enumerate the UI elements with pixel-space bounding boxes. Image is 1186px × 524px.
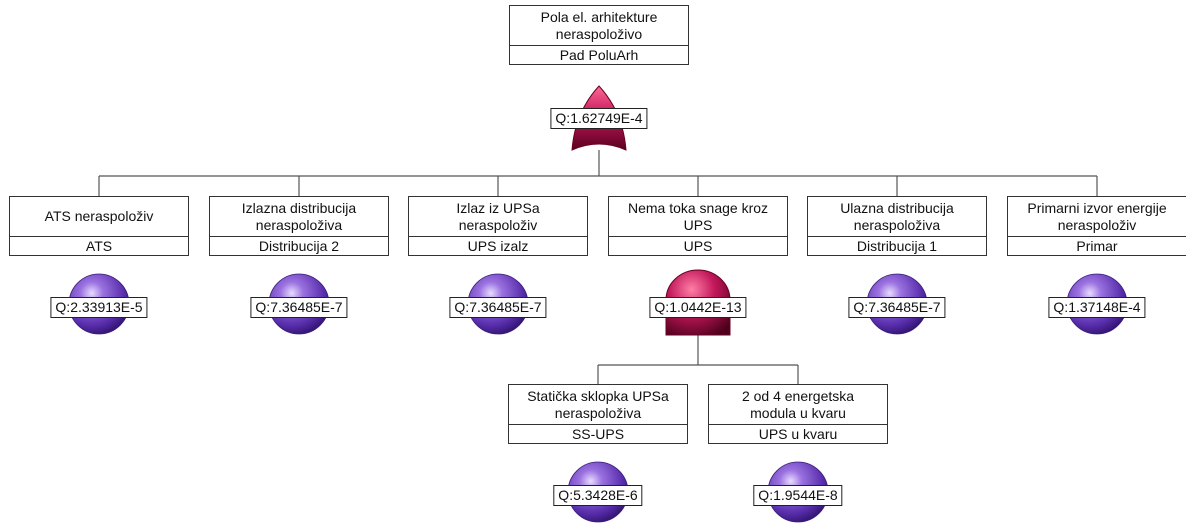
event-box[interactable]: 2 od 4 energetska modula u kvaru UPS u k… [708, 384, 888, 444]
event-ups-u-kvaru[interactable]: 2 od 4 energetska modula u kvaru UPS u k… [708, 384, 888, 444]
event-description: 2 od 4 energetska modula u kvaru [741, 387, 855, 421]
event-ups-izalz[interactable]: Izlaz iz UPSa neraspoloživ UPS izalz [408, 196, 588, 256]
event-box[interactable]: Nema toka snage kroz UPS UPS [608, 196, 788, 256]
top-event-label: Pad PoluArh [510, 45, 688, 64]
event-label: UPS [609, 236, 787, 255]
event-probability: Q:7.36485E-7 [449, 297, 547, 318]
event-probability: Q:1.37148E-4 [1048, 297, 1146, 318]
event-label: Primar [1008, 236, 1186, 255]
event-label: UPS izalz [409, 236, 587, 255]
event-label: Distribucija 1 [808, 236, 986, 255]
event-box[interactable]: Primarni izvor energije neraspoloživ Pri… [1007, 196, 1186, 256]
event-description: Izlaz iz UPSa neraspoloživ [456, 199, 540, 233]
event-distribucija-1[interactable]: Ulazna distribucija neraspoloživa Distri… [807, 196, 987, 256]
event-ups[interactable]: Nema toka snage kroz UPS UPS [608, 196, 788, 256]
event-description: Ulazna distribucija neraspoloživa [840, 199, 954, 233]
event-label: UPS u kvaru [709, 424, 887, 443]
event-probability: Q:5.3428E-6 [553, 485, 643, 506]
event-description: Primarni izvor energije neraspoloživ [1027, 199, 1167, 233]
top-event-probability: Q:1.62749E-4 [550, 108, 648, 129]
event-description: ATS neraspoloživ [44, 208, 154, 224]
event-label: ATS [10, 236, 188, 255]
event-box[interactable]: ATS neraspoloživ ATS [9, 196, 189, 256]
event-ats[interactable]: ATS neraspoloživ ATS [9, 196, 189, 256]
event-label: SS-UPS [509, 424, 687, 443]
connector-lines [98, 150, 1098, 384]
event-probability: Q:2.33913E-5 [50, 297, 148, 318]
event-box[interactable]: Ulazna distribucija neraspoloživa Distri… [807, 196, 987, 256]
event-label: Distribucija 2 [210, 236, 388, 255]
event-box[interactable]: Statička sklopka UPSa neraspoloživa SS-U… [508, 384, 688, 444]
event-box[interactable]: Izlaz iz UPSa neraspoloživ UPS izalz [408, 196, 588, 256]
event-probability: Q:1.9544E-8 [753, 485, 843, 506]
event-probability: Q:1.0442E-13 [649, 297, 747, 318]
event-distribucija-2[interactable]: Izlazna distribucija neraspoloživa Distr… [209, 196, 389, 256]
top-event[interactable]: Pola el. arhitekture neraspoloživo Pad P… [509, 5, 689, 65]
event-box[interactable]: Izlazna distribucija neraspoloživa Distr… [209, 196, 389, 256]
event-description: Nema toka snage kroz UPS [627, 199, 769, 233]
top-event-box[interactable]: Pola el. arhitekture neraspoloživo Pad P… [509, 5, 689, 65]
event-description: Izlazna distribucija neraspoloživa [241, 199, 357, 233]
event-description: Statička sklopka UPSa neraspoloživa [527, 387, 669, 421]
event-primar[interactable]: Primarni izvor energije neraspoloživ Pri… [1007, 196, 1186, 256]
gate-and-event-shapes [68, 85, 1128, 523]
event-probability: Q:7.36485E-7 [250, 297, 348, 318]
event-ss-ups[interactable]: Statička sklopka UPSa neraspoloživa SS-U… [508, 384, 688, 444]
top-event-description: Pola el. arhitekture neraspoloživo [540, 8, 658, 42]
event-probability: Q:7.36485E-7 [848, 297, 946, 318]
